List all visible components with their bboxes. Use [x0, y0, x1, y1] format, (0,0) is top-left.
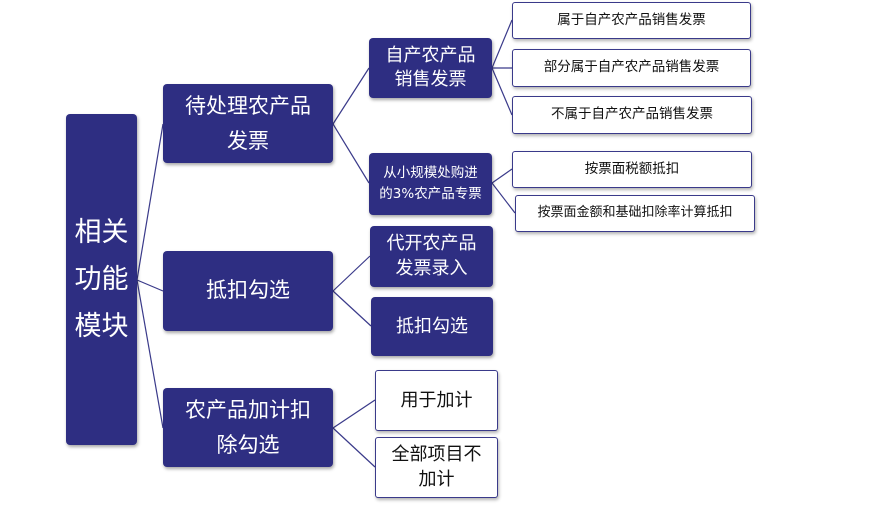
connector-self-to-not: [491, 67, 513, 116]
connector-self-to-belong: [491, 19, 513, 69]
connector-root-to-pending: [136, 123, 164, 281]
node-pending-invoices: 待处理农产品 发票: [163, 84, 333, 163]
node-deduction-select-sub-label: 抵扣勾选: [396, 315, 468, 337]
node-small-scale-3pct-invoice: 从小规模处购进 的3%农产品专票: [369, 153, 492, 215]
node-partially-self-produced-label: 部分属于自产农产品销售发票: [543, 59, 720, 76]
connector-small-to-tax: [491, 168, 513, 184]
node-deduct-by-tax-amount-label: 按票面税额抵扣: [584, 160, 680, 177]
node-deduct-by-amount-and-rate-label: 按票面金额和基础扣除率计算抵扣: [537, 205, 733, 221]
connector-plus-to-use: [332, 399, 376, 429]
connector-plus-to-none: [332, 427, 376, 468]
connector-small-to-amount: [491, 182, 516, 214]
node-pending-invoices-label: 待处理农产品 发票: [185, 93, 311, 153]
connector-deduct-to-select: [332, 290, 372, 327]
node-deduct-by-amount-and-rate: 按票面金额和基础扣除率计算抵扣: [515, 195, 755, 232]
connector-root-to-deduct: [136, 279, 164, 292]
node-partially-self-produced: 部分属于自产农产品销售发票: [512, 49, 751, 87]
node-not-self-produced: 不属于自产农产品销售发票: [512, 96, 752, 134]
node-plus-deduction-select: 农产品加计扣 除勾选: [163, 388, 333, 467]
root-node: 相关 功能 模块: [66, 114, 137, 445]
connector-pending-to-small: [332, 123, 370, 184]
connector-deduct-to-issue: [332, 255, 371, 292]
node-used-for-plus: 用于加计: [375, 370, 498, 431]
node-all-items-no-plus-label: 全部项目不 加计: [391, 444, 482, 490]
connector-pending-to-self: [332, 67, 370, 125]
node-deduct-by-tax-amount: 按票面税额抵扣: [512, 151, 752, 188]
node-self-produced-sales-invoice-label: 自产农产品 销售发票: [385, 44, 476, 90]
node-issued-invoice-entry-label: 代开农产品 发票录入: [386, 233, 477, 279]
node-not-self-produced-label: 不属于自产农产品销售发票: [551, 106, 713, 123]
node-belongs-self-produced: 属于自产农产品销售发票: [512, 2, 751, 39]
node-deduction-select-label: 抵扣勾选: [206, 278, 290, 303]
node-small-scale-3pct-invoice-label: 从小规模处购进 的3%农产品专票: [379, 165, 482, 202]
node-deduction-select-sub: 抵扣勾选: [371, 297, 493, 356]
node-issued-invoice-entry: 代开农产品 发票录入: [370, 226, 493, 287]
node-belongs-self-produced-label: 属于自产农产品销售发票: [557, 11, 706, 28]
node-self-produced-sales-invoice: 自产农产品 销售发票: [369, 38, 492, 98]
node-all-items-no-plus: 全部项目不 加计: [375, 437, 498, 498]
node-plus-deduction-select-label: 农产品加计扣 除勾选: [185, 397, 311, 457]
node-deduction-select: 抵扣勾选: [163, 251, 333, 331]
root-label: 相关 功能 模块: [74, 216, 129, 343]
node-used-for-plus-label: 用于加计: [400, 389, 473, 411]
connector-root-to-plus: [136, 279, 164, 429]
